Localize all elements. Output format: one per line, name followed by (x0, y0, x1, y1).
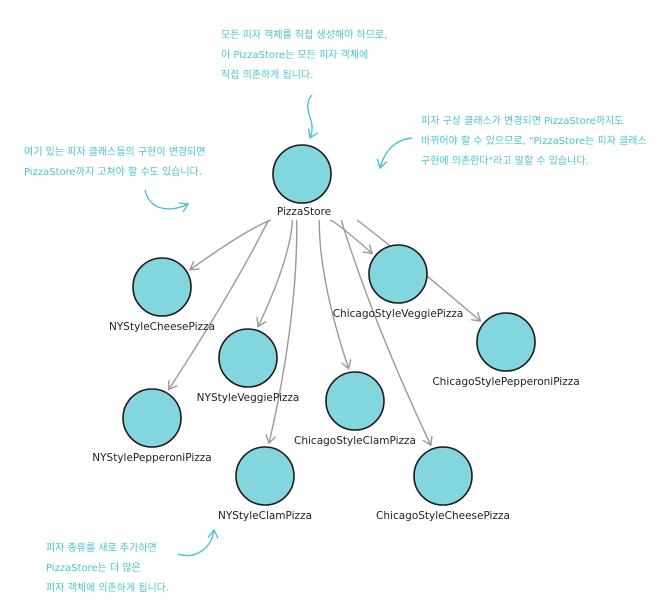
pizza-class-node (218, 328, 278, 388)
dependency-arrow (318, 219, 352, 370)
pizza-class-node (122, 388, 182, 448)
note-line: 직접 의존하게 됩니다. (221, 70, 314, 81)
note-line: 구현에 의존한다"라고 말할 수 있습니다. (421, 156, 589, 167)
note-top-arrow (307, 94, 319, 140)
note-line: PizzaStore는 더 많은 (46, 563, 141, 574)
pizza-class-label: ChicagoStyleCheesePizza (376, 510, 510, 522)
pizza-class-node (476, 312, 536, 372)
pizza-class-label: ChicagoStyleClamPizza (294, 435, 416, 447)
note-right: 피자 구상 클래스가 변경되면 PizzaStore까지도 바뀌어야 할 수 있… (421, 112, 647, 172)
note-line: 여기 있는 피자 클래스들의 구현이 변경되면 (24, 147, 206, 158)
pizzastore-label: PizzaStore (277, 206, 331, 218)
note-bottom-arrow (177, 528, 219, 557)
pizza-class-label: ChicagoStylePepperoniPizza (432, 376, 579, 388)
note-right-arrow (376, 137, 413, 170)
note-line: 바뀌어야 할 수 있으므로, "PizzaStore는 피자 클래스 (421, 136, 647, 147)
note-line: 이 PizzaStore는 모든 피자 객체에 (221, 50, 369, 61)
note-line: 피자 구상 클래스가 변경되면 PizzaStore까지도 (421, 116, 624, 127)
dependency-arrow (168, 219, 270, 391)
pizza-class-node (325, 371, 385, 431)
pizza-class-node (132, 257, 192, 317)
pizza-class-label: NYStyleClamPizza (218, 510, 312, 522)
dependency-arrow (340, 219, 433, 447)
note-top: 모든 피자 객체를 직접 생성해야 하므로, 이 PizzaStore는 모든 … (221, 26, 387, 86)
note-bottom: 피자 종류를 새로 추가하면 PizzaStore는 더 많은 피자 객체에 의… (46, 539, 169, 599)
pizza-class-label: NYStyleVeggiePizza (197, 392, 300, 404)
dependency-arrow (265, 219, 298, 445)
pizza-class-label: NYStyleCheesePizza (109, 321, 215, 333)
dependency-arrow (189, 219, 272, 271)
pizza-class-label: ChicagoStyleVeggiePizza (333, 308, 464, 320)
note-left: 여기 있는 피자 클래스들의 구현이 변경되면 PizzaStore까지 고쳐야… (24, 143, 206, 183)
pizza-class-node (413, 446, 473, 506)
note-line: PizzaStore까지 고쳐야 할 수도 있습니다. (24, 167, 202, 178)
note-left-arrow (144, 189, 190, 213)
note-line: 피자 객체에 의존하게 됩니다. (46, 583, 170, 594)
dependency-arrow (256, 219, 294, 328)
pizza-class-label: NYStylePepperoniPizza (92, 452, 211, 464)
pizza-class-node (368, 244, 428, 304)
note-line: 모든 피자 객체를 직접 생성해야 하므로, (221, 30, 388, 41)
note-line: 피자 종류를 새로 추가하면 (46, 543, 157, 554)
pizzastore-node (272, 144, 332, 204)
pizza-class-node (235, 446, 295, 506)
